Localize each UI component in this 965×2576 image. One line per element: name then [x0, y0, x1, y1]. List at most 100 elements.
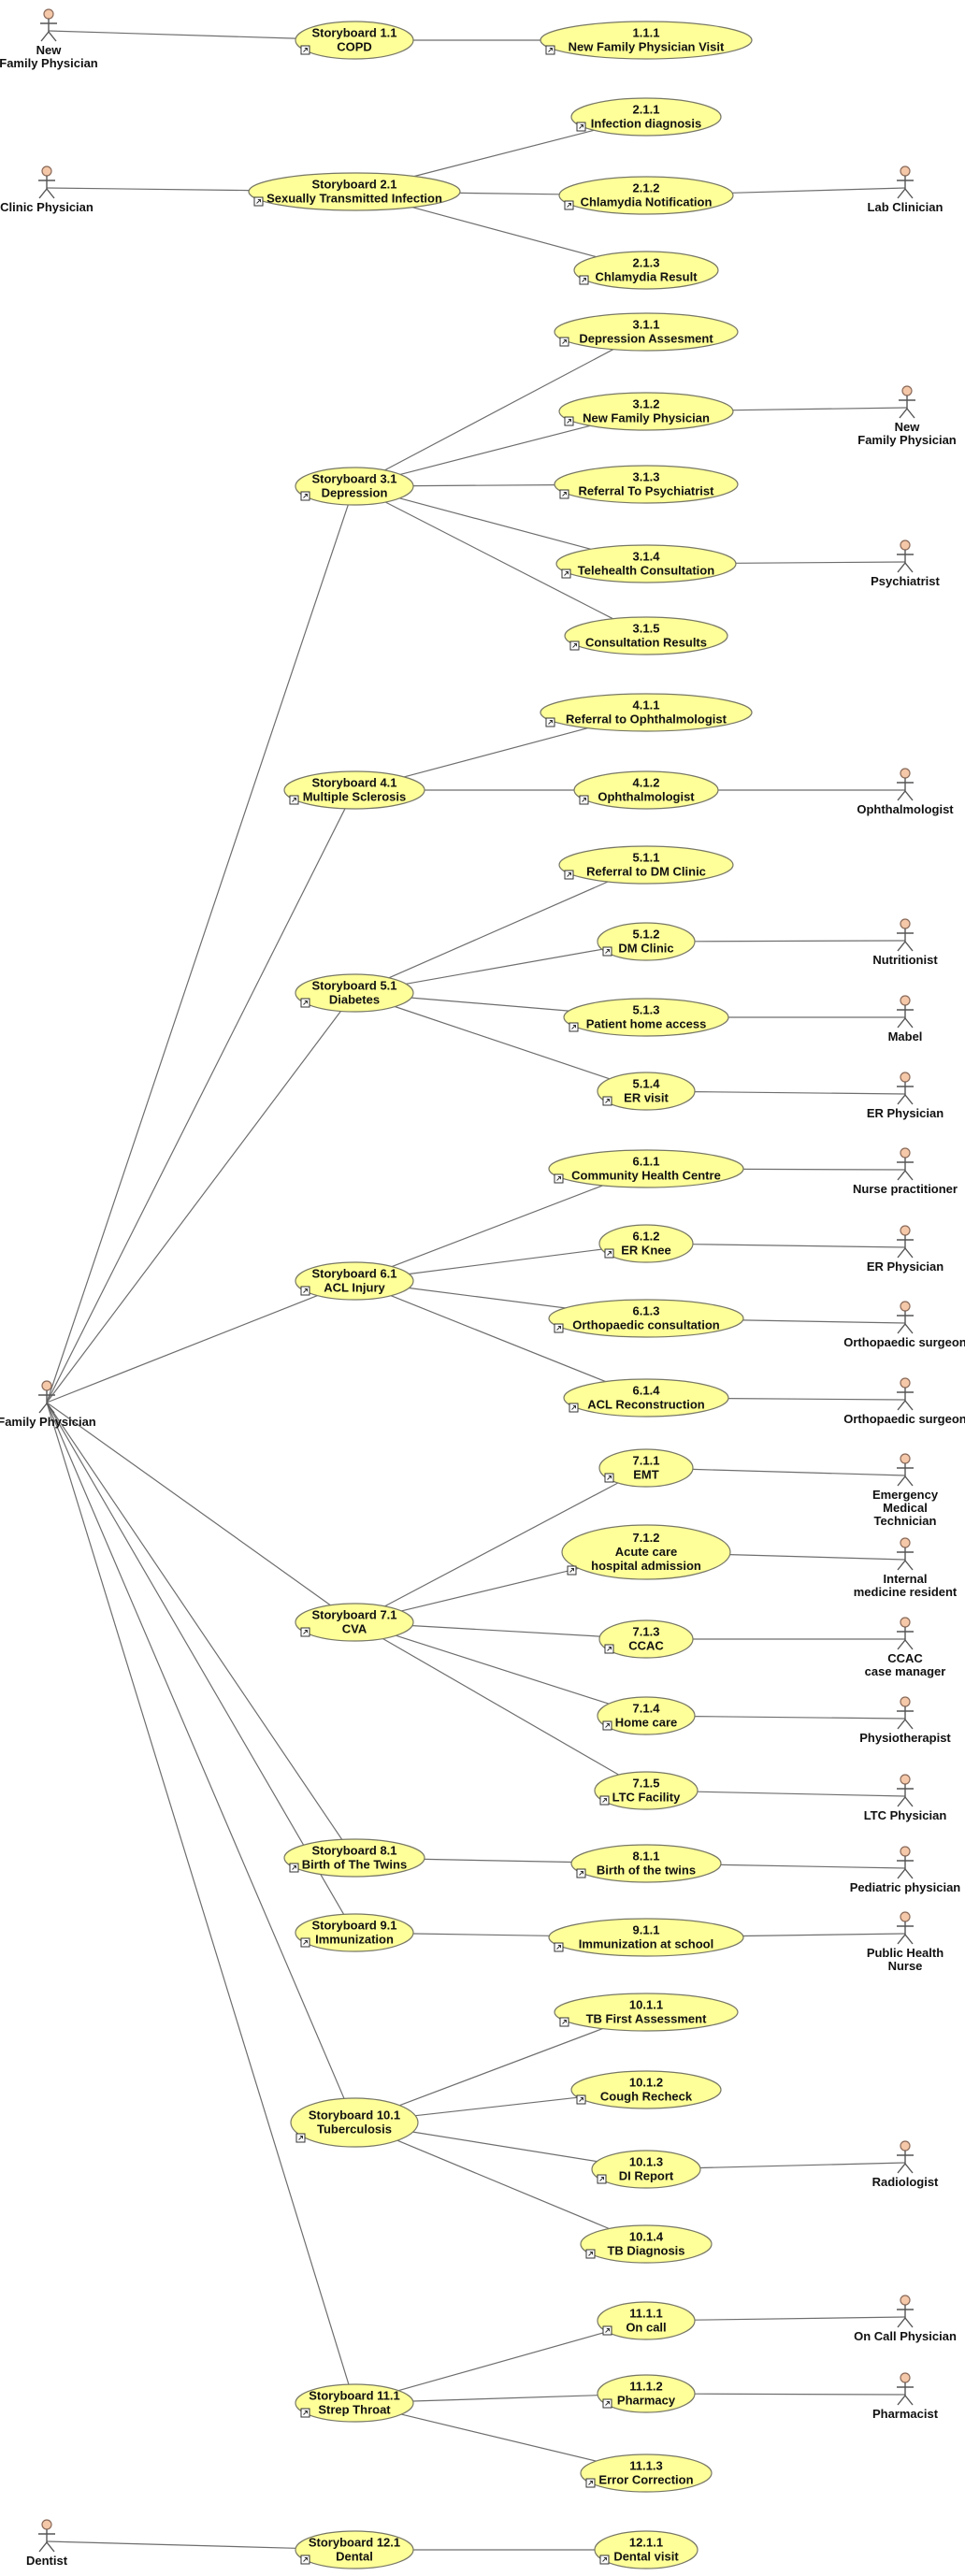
use-case-ellipse[interactable]: [598, 1619, 694, 1659]
shortcut-link-icon[interactable]: [602, 946, 612, 957]
actor[interactable]: Psychiatrist: [871, 540, 941, 588]
use-case-ellipse[interactable]: [597, 1696, 696, 1735]
use-case-ellipse[interactable]: [580, 2454, 713, 2493]
use-case-ellipse[interactable]: [597, 2374, 696, 2413]
use-case[interactable]: 10.1.4TB Diagnosis: [580, 2224, 713, 2264]
use-case-ellipse[interactable]: [564, 616, 728, 655]
actor-stick-figure-icon[interactable]: [897, 2372, 914, 2406]
actor-stick-figure-icon[interactable]: [38, 1380, 55, 1414]
actor[interactable]: Pediatric physician: [850, 1846, 961, 1894]
actor-stick-figure-icon[interactable]: [897, 1846, 914, 1879]
use-case-ellipse[interactable]: [573, 770, 719, 810]
actor[interactable]: Nutritionist: [872, 918, 938, 967]
shortcut-link-icon[interactable]: [300, 491, 310, 501]
use-case-ellipse[interactable]: [548, 1149, 744, 1188]
use-case-ellipse[interactable]: [283, 1838, 425, 1878]
shortcut-link-icon[interactable]: [569, 1403, 579, 1413]
shortcut-link-icon[interactable]: [604, 1644, 614, 1654]
actor-stick-figure-icon[interactable]: [897, 1072, 914, 1105]
actor-stick-figure-icon[interactable]: [897, 1537, 914, 1571]
use-case-ellipse[interactable]: [295, 1261, 414, 1301]
use-case-ellipse[interactable]: [295, 2530, 414, 2569]
use-case-ellipse[interactable]: [597, 922, 696, 961]
actor-stick-figure-icon[interactable]: [38, 2519, 55, 2553]
actor-stick-figure-icon[interactable]: [897, 1453, 914, 1487]
shortcut-link-icon[interactable]: [576, 1868, 586, 1878]
use-case-ellipse[interactable]: [283, 770, 425, 810]
actor-stick-figure-icon[interactable]: [897, 165, 914, 199]
use-case-ellipse[interactable]: [597, 1072, 696, 1111]
actor-stick-figure-icon[interactable]: [38, 165, 55, 199]
actor-stick-figure-icon[interactable]: [897, 540, 914, 573]
use-case-ellipse[interactable]: [563, 1378, 729, 1418]
actor-stick-figure-icon[interactable]: [40, 8, 57, 42]
shortcut-link-icon[interactable]: [559, 2017, 569, 2027]
shortcut-link-icon[interactable]: [559, 337, 569, 347]
use-case-ellipse[interactable]: [290, 2097, 419, 2148]
use-case-ellipse[interactable]: [570, 97, 722, 137]
use-case[interactable]: 10.1.3DI Report: [591, 2150, 701, 2189]
use-case-ellipse[interactable]: [558, 176, 734, 215]
actor-stick-figure-icon[interactable]: [897, 768, 914, 801]
use-case-ellipse[interactable]: [573, 251, 719, 290]
use-case-ellipse[interactable]: [594, 2530, 699, 2569]
use-case-ellipse[interactable]: [295, 2383, 414, 2423]
shortcut-link-icon[interactable]: [289, 1863, 299, 1873]
use-case[interactable]: 5.1.4ER visit: [597, 1072, 696, 1111]
use-case[interactable]: 10.1.1TB First Assessment: [554, 1993, 739, 2032]
actor-stick-figure-icon[interactable]: [897, 1301, 914, 1334]
use-case-ellipse[interactable]: [548, 1299, 744, 1338]
shortcut-link-icon[interactable]: [300, 2408, 310, 2418]
actor-stick-figure-icon[interactable]: [897, 1617, 914, 1650]
actor[interactable]: Radiologist: [872, 2140, 939, 2189]
use-case-ellipse[interactable]: [570, 2070, 722, 2109]
use-case-ellipse[interactable]: [248, 172, 461, 211]
use-case[interactable]: 11.1.1On call: [597, 2301, 696, 2340]
actor-stick-figure-icon[interactable]: [897, 995, 914, 1029]
actor[interactable]: LTC Physician: [864, 1774, 947, 1822]
use-case-ellipse[interactable]: [563, 998, 729, 1037]
actor-stick-figure-icon[interactable]: [897, 2295, 914, 2328]
actor[interactable]: ER Physician: [867, 1225, 943, 1274]
shortcut-link-icon[interactable]: [559, 489, 569, 499]
shortcut-link-icon[interactable]: [554, 1323, 564, 1333]
shortcut-link-icon[interactable]: [564, 870, 574, 880]
shortcut-link-icon[interactable]: [567, 1565, 577, 1576]
shortcut-link-icon[interactable]: [602, 2325, 612, 2336]
use-case-ellipse[interactable]: [295, 973, 414, 1013]
shortcut-link-icon[interactable]: [604, 1248, 614, 1259]
shortcut-link-icon[interactable]: [554, 1173, 564, 1184]
shortcut-link-icon[interactable]: [300, 1627, 310, 1637]
use-case-ellipse[interactable]: [295, 1603, 414, 1642]
actor[interactable]: Orthopaedic surgeon: [843, 1301, 965, 1349]
use-case-ellipse[interactable]: [548, 1918, 744, 1957]
shortcut-link-icon[interactable]: [604, 1473, 614, 1483]
